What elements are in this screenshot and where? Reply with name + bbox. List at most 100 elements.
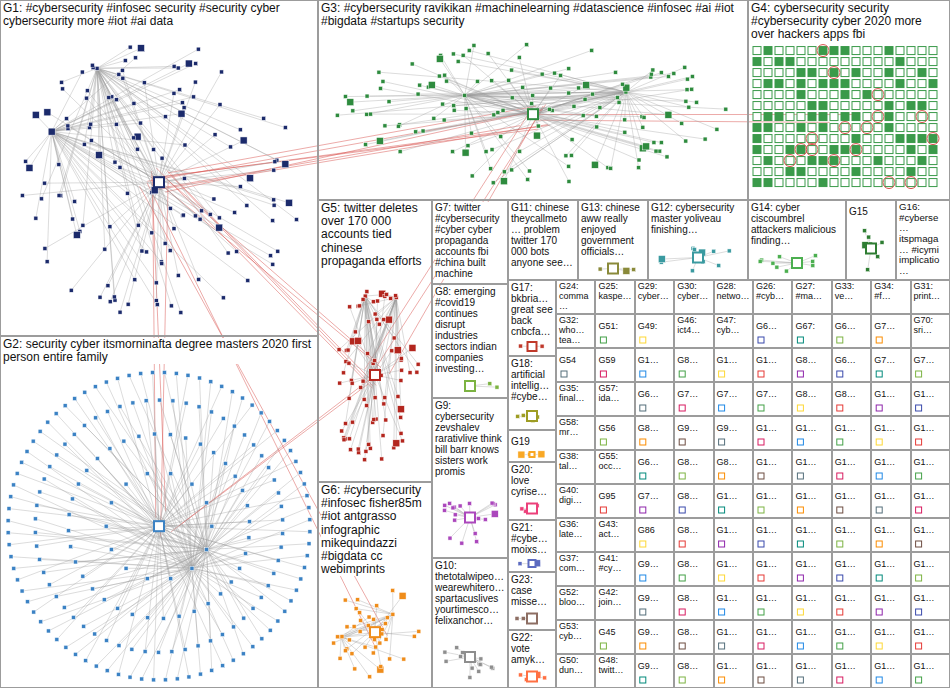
vertex [640, 371, 646, 377]
vertex [876, 255, 880, 259]
vertex [837, 337, 843, 343]
vertex [852, 58, 860, 66]
edge-line [440, 59, 465, 96]
vertex [210, 524, 214, 528]
vertex [500, 178, 507, 185]
vertex [127, 373, 131, 377]
vertex [172, 64, 176, 68]
cluster [797, 643, 803, 649]
vertex [299, 577, 303, 581]
vertex [852, 69, 860, 77]
vertex [85, 89, 89, 93]
cluster [679, 677, 685, 683]
cluster [916, 473, 922, 479]
vertex [461, 651, 465, 655]
vertex [680, 121, 684, 125]
group-label: G46: ict4… [677, 316, 710, 336]
vertex [376, 137, 383, 144]
vertex [929, 102, 937, 110]
edge-line [111, 526, 159, 549]
vertex [282, 161, 289, 168]
vertex [841, 157, 849, 165]
vertex [443, 650, 447, 654]
group-label: G31: print… [914, 282, 947, 302]
vertex [402, 657, 406, 661]
vertex [623, 267, 630, 274]
cluster [876, 541, 882, 547]
vertex [874, 113, 882, 121]
vertex [885, 168, 893, 176]
group-label: G67: [795, 322, 815, 332]
edge-line [207, 392, 233, 550]
vertex [442, 118, 446, 122]
edge-line [341, 637, 370, 677]
vertex [819, 113, 827, 121]
vertex [837, 609, 843, 615]
vertex [128, 45, 132, 49]
edge-line [192, 553, 246, 568]
vertex [351, 420, 355, 424]
vertex [590, 48, 594, 52]
vertex [196, 47, 200, 51]
vertex [182, 106, 186, 110]
vertex [150, 231, 154, 235]
vertex [229, 580, 233, 584]
vertex [876, 337, 882, 343]
vertex [42, 570, 46, 574]
vertex [57, 163, 61, 167]
vertex [305, 494, 309, 498]
vertex [456, 59, 460, 63]
group-label: G1: #cybersecurity #infosec security #se… [3, 2, 315, 28]
small-group-cell: G6… [753, 314, 792, 348]
vertex [247, 520, 251, 524]
vertex [133, 278, 137, 282]
vertex [387, 100, 391, 104]
vertex [272, 571, 276, 575]
vertex [797, 69, 805, 77]
vertex [342, 438, 346, 442]
edge-line [40, 492, 207, 550]
small-group-cell: G56 [595, 416, 634, 450]
cluster [758, 575, 764, 581]
edge-line [207, 550, 212, 671]
vertex [271, 219, 275, 223]
vertex [262, 116, 266, 120]
vertex [132, 101, 136, 105]
cluster [876, 371, 882, 377]
vertex [343, 649, 347, 653]
edge-line [458, 61, 626, 92]
vertex [82, 423, 86, 427]
edge-line [128, 182, 159, 304]
vertex [753, 113, 761, 121]
vertex [753, 124, 761, 132]
vertex [55, 453, 59, 457]
edge-line [29, 132, 51, 168]
cluster [916, 609, 922, 615]
vertex [232, 424, 236, 428]
group-label: G6… [835, 322, 856, 332]
vertex [488, 382, 492, 386]
edge-line [52, 132, 77, 235]
vertex [819, 91, 827, 99]
hub-vertex [465, 513, 475, 523]
edge-line [84, 68, 97, 144]
vertex [640, 677, 646, 683]
vertex [907, 146, 915, 154]
edge-line [365, 296, 418, 364]
vertex [453, 518, 457, 522]
small-group-cell: G67: [792, 314, 831, 348]
group-label: G1… [638, 356, 659, 366]
vertex [169, 577, 173, 581]
edge-line [354, 614, 393, 626]
vertex [33, 517, 37, 521]
vertex [192, 609, 196, 613]
group-label: G7… [874, 356, 895, 366]
group-label: G1… [756, 424, 777, 434]
cluster [876, 507, 882, 513]
group-label: G9: cybersecurity zevshalev rarativlive … [435, 400, 505, 477]
vertex [114, 98, 118, 102]
vertex [268, 628, 272, 632]
vertex [238, 128, 242, 132]
edge-line [159, 461, 296, 526]
vertex [338, 381, 342, 385]
